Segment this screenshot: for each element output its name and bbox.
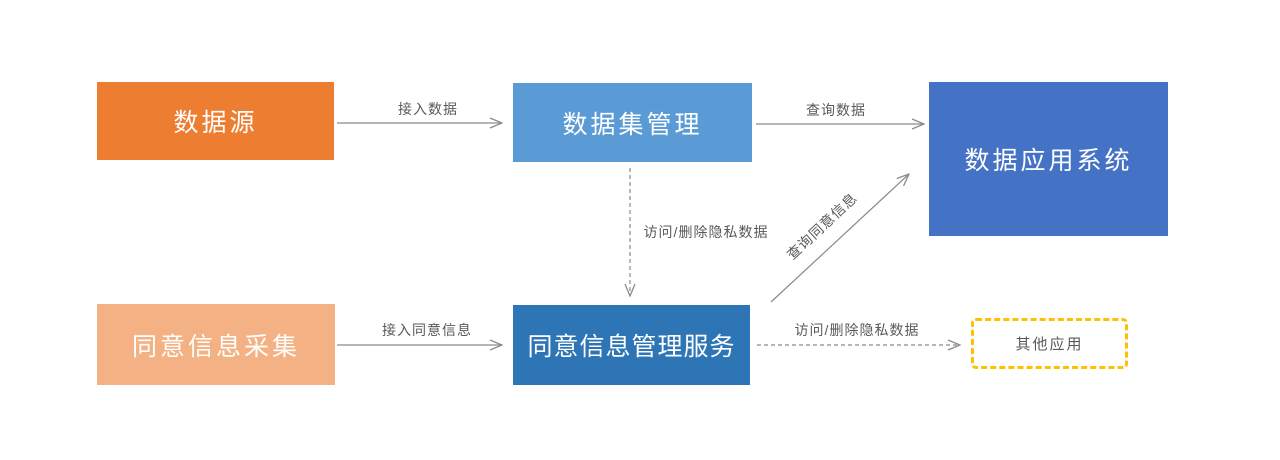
node-label: 数据源 — [173, 109, 258, 137]
edge-label-query-data: 查询数据 — [806, 102, 866, 118]
node-dataset-management: 数据集管理 — [513, 83, 752, 162]
edge-label-access-delete-private-data-down: 访问/删除隐私数据 — [643, 224, 769, 240]
node-label: 同意信息管理服务 — [527, 333, 736, 361]
node-other-apps: 其他应用 — [971, 318, 1128, 369]
node-consent-collection: 同意信息采集 — [97, 304, 335, 385]
node-label: 数据集管理 — [562, 110, 703, 139]
node-label: 数据应用系统 — [964, 147, 1133, 175]
edge-label-ingest-consent: 接入同意信息 — [382, 322, 472, 338]
node-label: 其他应用 — [1015, 336, 1084, 353]
node-data-application-system: 数据应用系统 — [929, 82, 1168, 236]
edge-label-ingest-data: 接入数据 — [398, 101, 458, 117]
node-data-source: 数据源 — [97, 82, 334, 160]
edge-label-query-consent: 查询同意信息 — [783, 189, 861, 263]
edge-label-access-delete-private-data-right: 访问/删除隐私数据 — [794, 322, 920, 338]
node-consent-mgmt-service: 同意信息管理服务 — [513, 305, 750, 385]
node-label: 同意信息采集 — [131, 332, 300, 361]
arrow-query-consent — [770, 174, 909, 303]
